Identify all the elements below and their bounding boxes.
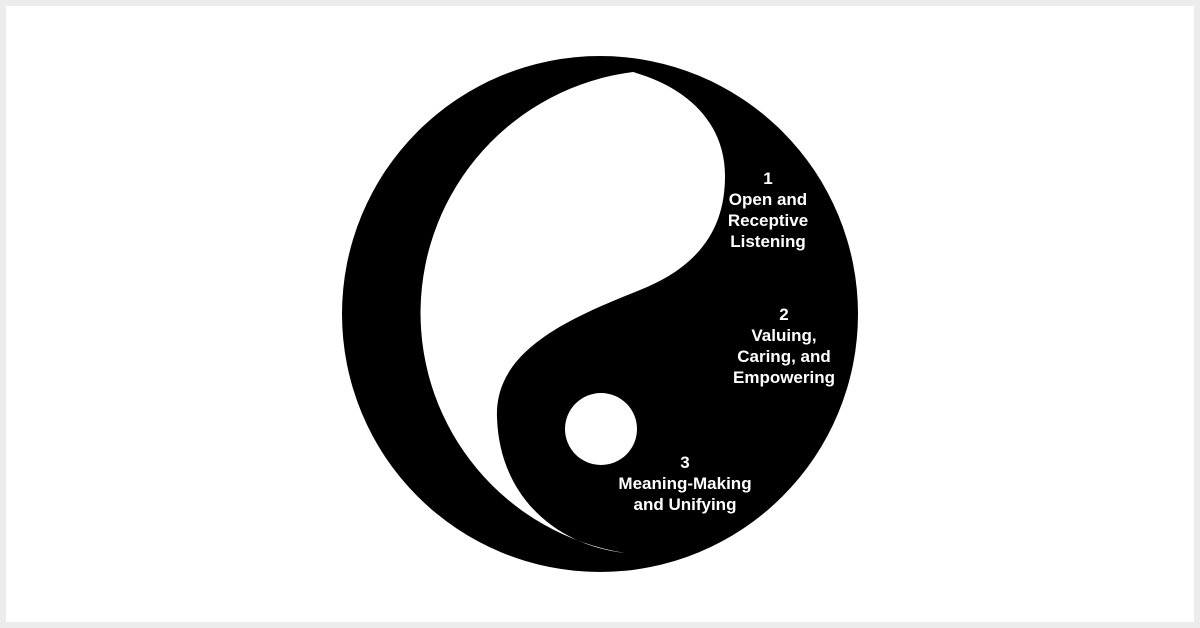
label-2: 2 Valuing, Caring, and Empowering [733, 305, 835, 387]
label-3-line-2: and Unifying [634, 495, 737, 514]
label-2-line-1: Valuing, [751, 326, 816, 345]
label-3-line-1: Meaning-Making [618, 474, 751, 493]
label-2-number: 2 [779, 305, 788, 324]
label-2-line-2: Caring, and [737, 347, 831, 366]
yin-yang-light-dot [565, 393, 637, 465]
label-3: 3 Meaning-Making and Unifying [618, 453, 751, 514]
label-1: 1 Open and Receptive Listening [728, 169, 808, 251]
label-1-line-2: Receptive [728, 211, 808, 230]
yin-yang-light-half [420, 72, 725, 553]
label-1-line-3: Listening [730, 232, 806, 251]
label-3-number: 3 [680, 453, 689, 472]
label-1-line-1: Open and [729, 190, 807, 209]
label-2-line-3: Empowering [733, 368, 835, 387]
label-1-number: 1 [763, 169, 772, 188]
